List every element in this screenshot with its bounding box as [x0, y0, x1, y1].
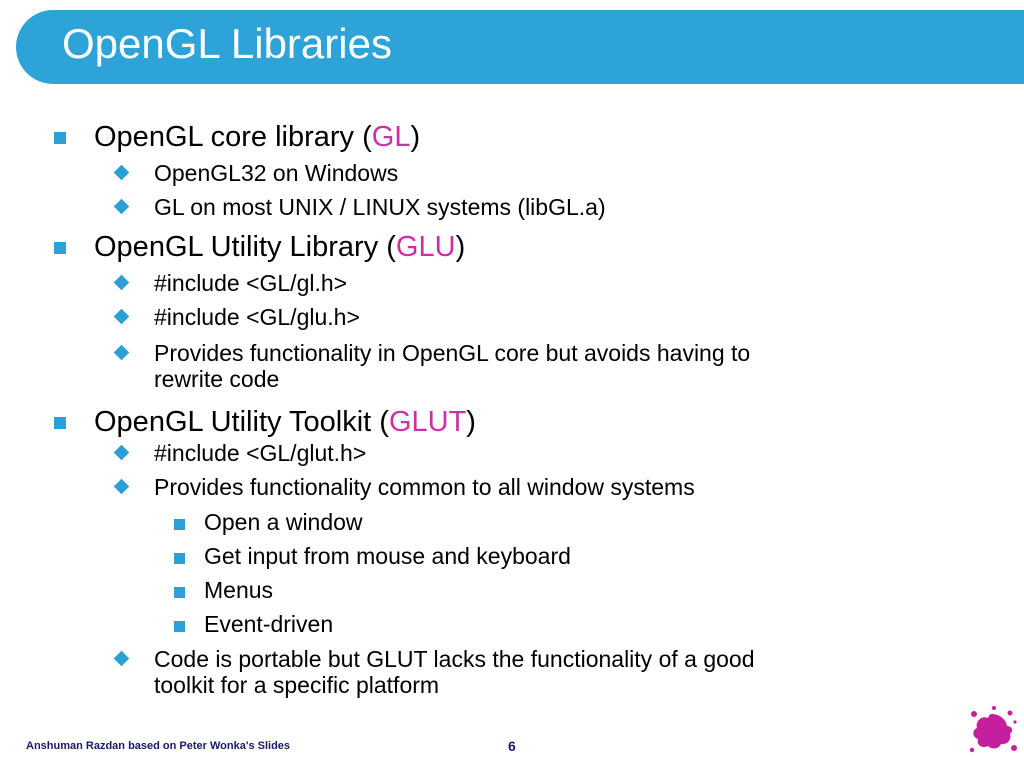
bullet-item-level-3: Open a window: [174, 509, 363, 535]
bullet-text-continuation: toolkit for a specific platform: [154, 672, 440, 698]
bullet-text: Get input from mouse and keyboard: [204, 543, 571, 569]
bullet-text: Provides functionality common to all win…: [154, 474, 695, 500]
bullet-text: #include <GL/glu.h>: [154, 304, 360, 330]
bullet-text: Open a window: [204, 509, 363, 535]
bullet-item-level-2: Code is portable but GLUT lacks the func…: [113, 646, 755, 698]
bullet-text: OpenGL core library (: [94, 121, 372, 153]
bullet-text: OpenGL Utility Library (: [94, 231, 396, 263]
bullet-item-level-3: Event-driven: [174, 611, 334, 637]
diamond-bullet-icon: [113, 344, 130, 361]
bullet-text-continuation: rewrite code: [154, 366, 280, 392]
bullet-text: Menus: [204, 577, 274, 603]
bullet-text: Event-driven: [204, 611, 334, 637]
page-number: 6: [508, 738, 516, 754]
bullet-item-level-2: Provides functionality common to all win…: [113, 474, 695, 500]
bullet-item-level-2: #include <GL/glut.h>: [113, 440, 367, 466]
highlighted-term: GL: [371, 121, 411, 153]
square-bullet-icon: [174, 621, 185, 632]
diamond-bullet-icon: [113, 274, 130, 291]
bullet-item-level-2: #include <GL/gl.h>: [113, 270, 348, 296]
bullet-item-level-1: OpenGL Utility Library (GLU): [54, 230, 466, 264]
diamond-bullet-icon: [113, 308, 130, 325]
bullet-text: ): [455, 231, 466, 263]
title-bar: [16, 10, 1024, 84]
footer-credit: Anshuman Razdan based on Peter Wonka's S…: [26, 740, 291, 752]
bullet-text: Code is portable but GLUT lacks the func…: [154, 646, 755, 672]
bullet-text: ): [410, 121, 421, 153]
bullet-item-level-2: #include <GL/glu.h>: [113, 304, 360, 330]
square-bullet-icon: [174, 587, 185, 598]
bullet-item-level-3: Get input from mouse and keyboard: [174, 543, 571, 569]
diamond-bullet-icon: [113, 478, 130, 495]
bullet-text: OpenGL32 on Windows: [154, 160, 399, 186]
diamond-bullet-icon: [113, 198, 130, 215]
bullet-item-level-2: Provides functionality in OpenGL core bu…: [113, 340, 751, 392]
diamond-bullet-icon: [113, 650, 130, 667]
highlighted-term: GLU: [395, 231, 456, 263]
slide-content: OpenGL core library (GL) OpenGL32 on Wind…: [54, 120, 755, 698]
splat-logo-icon: [969, 706, 1017, 753]
bullet-text: OpenGL Utility Toolkit (: [94, 406, 389, 438]
bullet-text: GL on most UNIX / LINUX systems (libGL.a…: [154, 194, 606, 220]
diamond-bullet-icon: [113, 444, 130, 461]
bullet-item-level-1: OpenGL Utility Toolkit (GLUT): [54, 405, 476, 439]
square-bullet-icon: [174, 519, 185, 530]
bullet-text: #include <GL/gl.h>: [154, 270, 348, 296]
bullet-text: Provides functionality in OpenGL core bu…: [154, 340, 751, 366]
highlighted-term: GLUT: [388, 406, 467, 438]
slide-title: OpenGL Libraries: [62, 20, 392, 67]
square-bullet-icon: [54, 132, 66, 144]
bullet-item-level-3: Menus: [174, 577, 274, 603]
bullet-item-level-2: GL on most UNIX / LINUX systems (libGL.a…: [113, 194, 606, 220]
bullet-text: #include <GL/glut.h>: [154, 440, 367, 466]
square-bullet-icon: [174, 553, 185, 564]
bullet-text: ): [466, 406, 476, 438]
square-bullet-icon: [54, 417, 66, 429]
bullet-item-level-1: OpenGL core library (GL): [54, 120, 421, 154]
square-bullet-icon: [54, 242, 66, 254]
bullet-item-level-2: OpenGL32 on Windows: [113, 160, 399, 186]
diamond-bullet-icon: [113, 164, 130, 181]
